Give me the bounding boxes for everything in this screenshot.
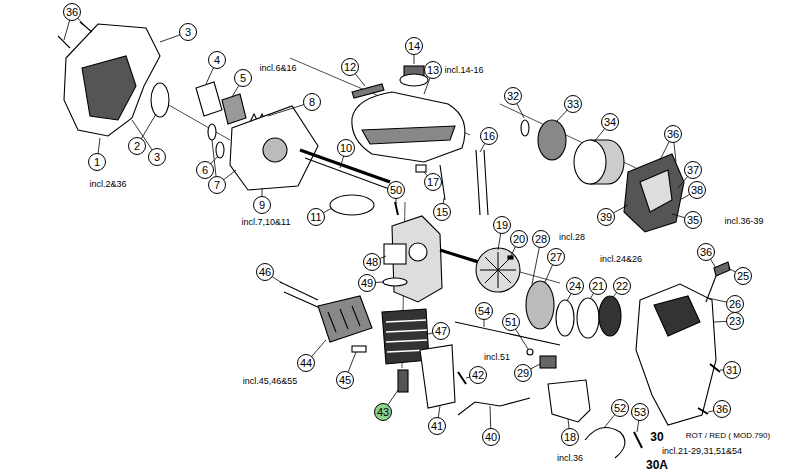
callout-number: 25 bbox=[734, 267, 752, 285]
note-text: 30 bbox=[649, 431, 664, 444]
callout-number: 47 bbox=[432, 322, 450, 340]
callout-number: 36 bbox=[697, 243, 715, 261]
note-text: incl.36 bbox=[556, 453, 584, 463]
callout-number: 27 bbox=[547, 248, 565, 266]
callout-number: 36 bbox=[664, 125, 682, 143]
note-text: incl.24&26 bbox=[599, 254, 643, 264]
callout-number: 45 bbox=[336, 371, 354, 389]
callout-number: 29 bbox=[514, 364, 532, 382]
callout-number: 39 bbox=[597, 208, 615, 226]
callout-number: 32 bbox=[504, 87, 522, 105]
callout-number: 24 bbox=[566, 277, 584, 295]
callout-number: 11 bbox=[307, 208, 325, 226]
note-text: ROT / RED ( MOD.790) bbox=[685, 431, 771, 441]
note-text: incl.7,10&11 bbox=[241, 217, 292, 227]
callout-number: 36 bbox=[713, 400, 731, 418]
callout-number: 51 bbox=[502, 313, 520, 331]
parts bbox=[58, 22, 730, 458]
callout-number: 7 bbox=[208, 176, 226, 194]
callout-number: 22 bbox=[613, 277, 631, 295]
note-text: incl.14-16 bbox=[443, 65, 484, 75]
callout-number: 18 bbox=[561, 428, 579, 446]
callout-number: 15 bbox=[433, 203, 451, 221]
note-text: incl.6&16 bbox=[258, 63, 297, 73]
leader-lines bbox=[64, 12, 743, 437]
callout-number: 34 bbox=[601, 113, 619, 131]
callout-number: 2 bbox=[128, 137, 146, 155]
callout-number: 41 bbox=[428, 417, 446, 435]
callout-number: 14 bbox=[405, 37, 423, 55]
callout-number: 26 bbox=[726, 295, 744, 313]
callout-number: 33 bbox=[564, 95, 582, 113]
callout-number: 44 bbox=[297, 354, 315, 372]
callout-number: 9 bbox=[253, 196, 271, 214]
callout-number: 38 bbox=[688, 181, 706, 199]
callout-number: 54 bbox=[475, 302, 493, 320]
note-text: incl.36-39 bbox=[723, 216, 764, 226]
callout-number: 3 bbox=[179, 23, 197, 41]
callout-number: 21 bbox=[589, 277, 607, 295]
callout-number: 4 bbox=[208, 51, 226, 69]
callout-number: 46 bbox=[256, 263, 274, 281]
callout-number: 13 bbox=[424, 61, 442, 79]
callout-number: 19 bbox=[493, 216, 511, 234]
note-text: incl.51 bbox=[483, 352, 511, 362]
callout-number: 35 bbox=[684, 211, 702, 229]
callout-number: 52 bbox=[611, 399, 629, 417]
note-text: 30A bbox=[645, 459, 669, 472]
callout-number: 16 bbox=[480, 127, 498, 145]
callout-number: 8 bbox=[303, 93, 321, 111]
callout-number: 40 bbox=[482, 428, 500, 446]
callout-number: 10 bbox=[337, 139, 355, 157]
note-text: incl.45,46&55 bbox=[242, 376, 299, 386]
callout-number: 43 bbox=[374, 403, 392, 421]
callout-number: 20 bbox=[510, 230, 528, 248]
callout-number: 3 bbox=[148, 148, 166, 166]
callout-number: 1 bbox=[88, 153, 106, 171]
note-text: incl.21-29,31,51&54 bbox=[661, 446, 743, 456]
callout-number: 23 bbox=[726, 312, 744, 330]
note-text: incl.28 bbox=[558, 232, 586, 242]
note-text: incl.2&36 bbox=[88, 179, 127, 189]
callout-number: 6 bbox=[196, 161, 214, 179]
callout-number: 37 bbox=[684, 161, 702, 179]
callout-number: 42 bbox=[469, 366, 487, 384]
assembly-lines bbox=[160, 58, 636, 368]
callout-number: 12 bbox=[341, 58, 359, 76]
callout-number: 17 bbox=[424, 173, 442, 191]
callout-number: 28 bbox=[532, 230, 550, 248]
callout-number: 49 bbox=[358, 274, 376, 292]
callout-number: 36 bbox=[63, 3, 81, 21]
callout-number: 31 bbox=[723, 361, 741, 379]
callout-number: 53 bbox=[631, 403, 649, 421]
callout-number: 48 bbox=[363, 253, 381, 271]
callout-number: 5 bbox=[234, 69, 252, 87]
callout-number: 50 bbox=[387, 181, 405, 199]
